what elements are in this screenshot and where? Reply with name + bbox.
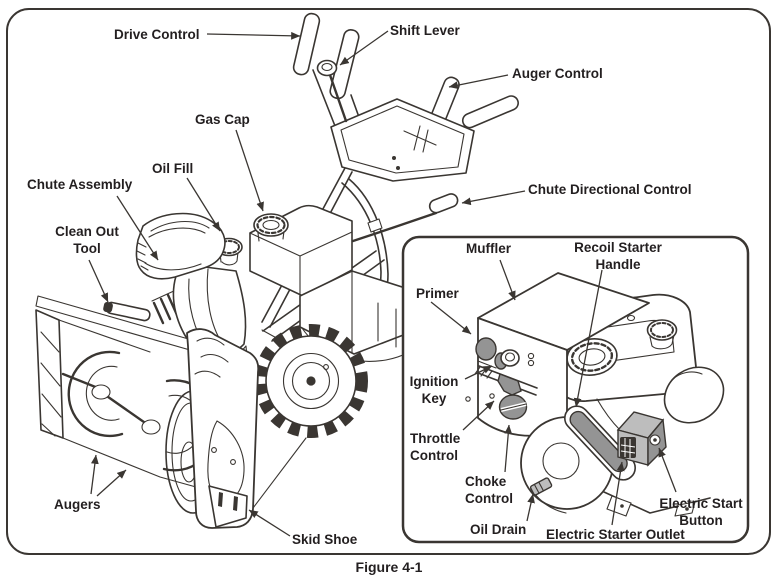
inset-fuel-cap bbox=[566, 338, 618, 376]
callout-arrows bbox=[88, 30, 677, 537]
chute-assembly-drawing bbox=[135, 212, 248, 367]
engine-control-panel bbox=[465, 337, 538, 420]
inset-oil-cap bbox=[646, 319, 678, 350]
label-gas-cap: Gas Cap bbox=[195, 112, 250, 127]
primer-bulb-drawing bbox=[475, 337, 497, 361]
label-drive-control: Drive Control bbox=[114, 27, 200, 42]
label-shift-lever: Shift Lever bbox=[390, 23, 460, 38]
choke-knob-drawing bbox=[498, 394, 528, 420]
muffler-arrow bbox=[499, 259, 516, 301]
figure-caption: Figure 4-1 bbox=[355, 559, 423, 575]
start-button-arrow bbox=[658, 447, 677, 493]
oil-fill-arrow bbox=[186, 177, 221, 232]
chute-directional-arrow bbox=[461, 190, 526, 206]
clean-out-tool-drawing bbox=[103, 301, 151, 322]
label-primer: Primer bbox=[416, 286, 459, 301]
skid-shoe-arrow bbox=[248, 509, 291, 537]
shift-lever-drawing bbox=[316, 59, 348, 123]
throttle-control-arrow bbox=[462, 400, 495, 431]
recoil-handle-drawing bbox=[564, 405, 636, 481]
label-oil-drain: Oil Drain bbox=[470, 522, 527, 537]
starter-motor-housing bbox=[663, 366, 725, 424]
choke-control-arrow bbox=[504, 424, 513, 473]
snow-thrower-illustration bbox=[35, 12, 519, 529]
label-clean-out-tool: Clean Out Tool bbox=[55, 224, 119, 256]
gas-cap-drawing bbox=[253, 213, 289, 242]
label-ignition-key: Ignition Key bbox=[409, 374, 459, 406]
starter-outlet-drawing bbox=[620, 437, 636, 458]
oil-drain-arrow bbox=[526, 493, 535, 522]
wheel bbox=[254, 324, 368, 438]
auger-housing bbox=[35, 295, 307, 529]
label-recoil-starter-handle: Recoil Starter Handle bbox=[574, 240, 662, 272]
auger-control-arrow bbox=[448, 74, 509, 90]
ignition-key-arrow bbox=[464, 365, 493, 380]
recoil-handle-arrow bbox=[573, 269, 603, 408]
augers-arrow-2 bbox=[96, 469, 127, 497]
primer-arrow bbox=[430, 301, 472, 335]
starter-outlet-arrow bbox=[611, 461, 625, 526]
oil-drain-drawing bbox=[529, 477, 553, 496]
label-skid-shoe: Skid Shoe bbox=[292, 532, 358, 547]
drive-control-arrow bbox=[206, 31, 301, 40]
shift-lever-arrow bbox=[339, 30, 389, 66]
gas-cap-arrow bbox=[235, 129, 264, 212]
chute-assembly-arrow bbox=[116, 195, 159, 261]
engine-base bbox=[603, 491, 711, 517]
label-electric-start-button: Electric Start Button bbox=[659, 496, 743, 528]
label-chute-assembly: Chute Assembly bbox=[27, 177, 133, 192]
engine-illustration bbox=[465, 272, 725, 517]
label-throttle-control: Throttle Control bbox=[410, 431, 461, 463]
label-chute-directional-control: Chute Directional Control bbox=[528, 182, 692, 197]
chute-crank-drawing bbox=[351, 193, 459, 243]
label-electric-starter-outlet: Electric Starter Outlet bbox=[546, 527, 685, 542]
skid-shoe-drawing bbox=[208, 485, 248, 528]
label-auger-control: Auger Control bbox=[512, 66, 603, 81]
clean-out-tool-arrow bbox=[88, 259, 109, 303]
augers-arrow-1 bbox=[90, 454, 99, 495]
label-augers: Augers bbox=[54, 497, 101, 512]
label-choke-control: Choke Control bbox=[465, 474, 513, 506]
label-muffler: Muffler bbox=[466, 241, 511, 256]
electric-starter-drawing bbox=[616, 411, 667, 467]
label-oil-fill: Oil Fill bbox=[152, 161, 194, 176]
